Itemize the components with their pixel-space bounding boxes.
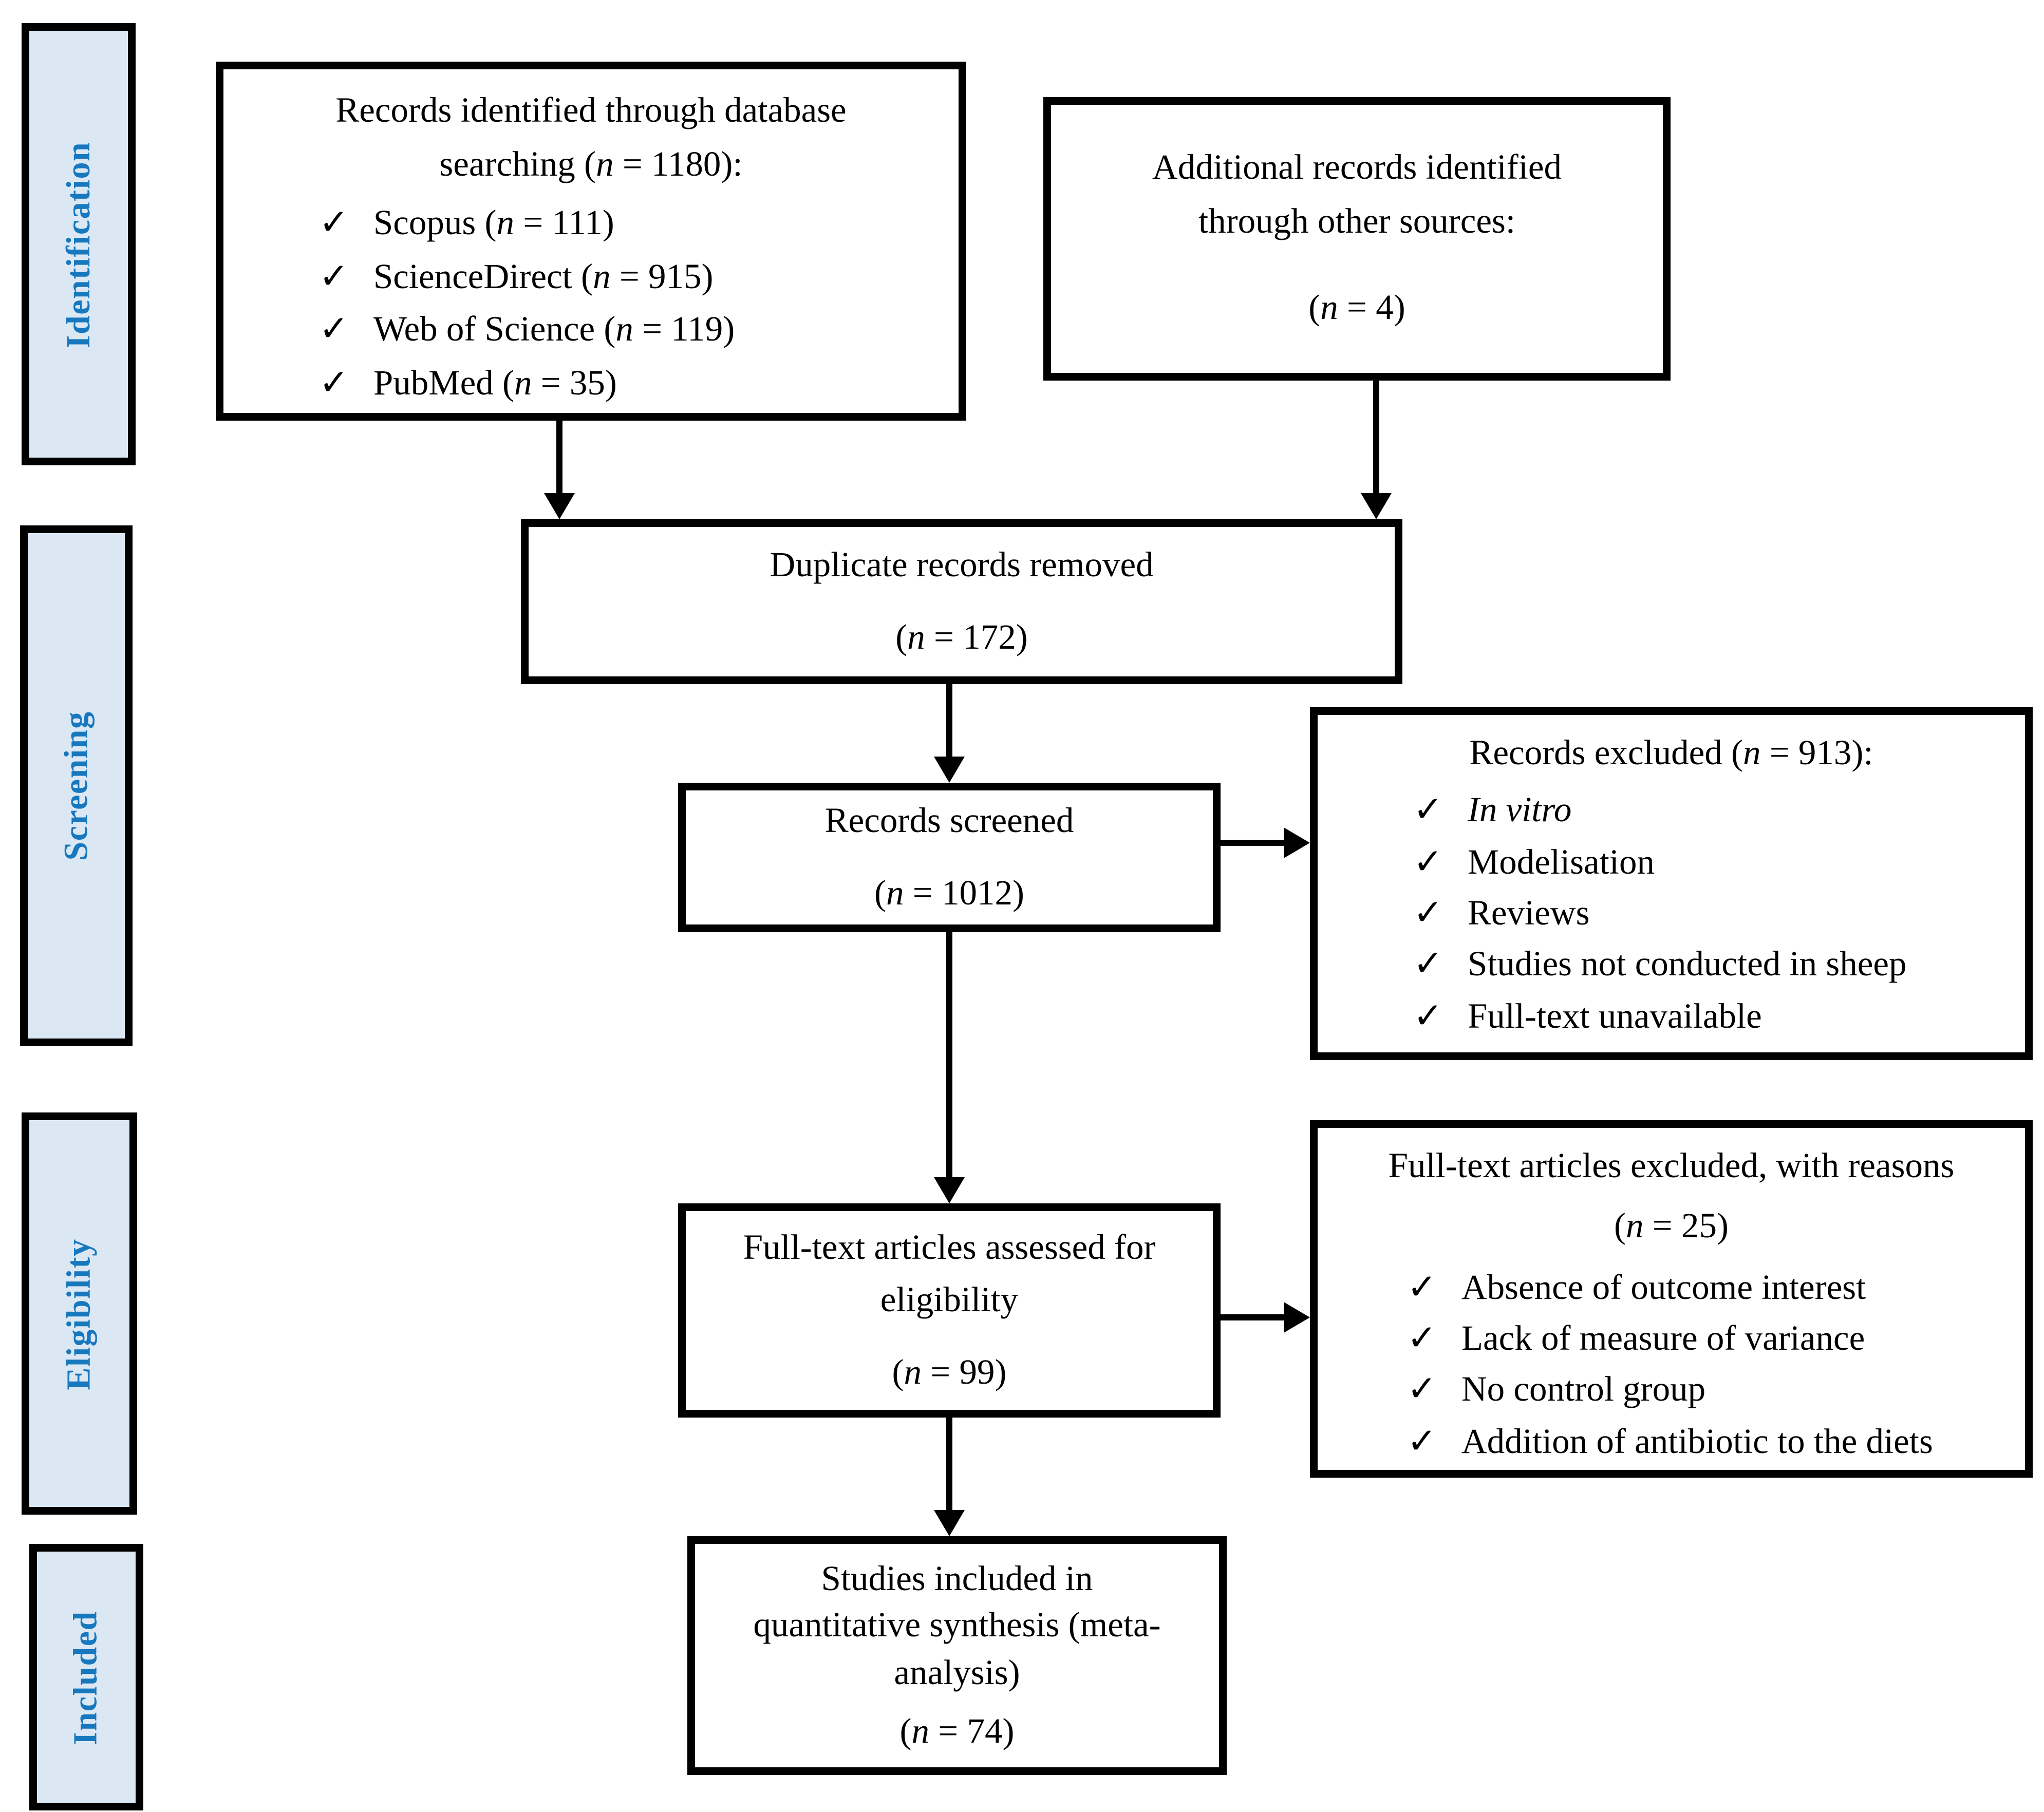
database-item-label: Scopus (n = 111) bbox=[373, 203, 614, 242]
fulltext-assessed-count: (n = 99) bbox=[892, 1352, 1007, 1391]
check-icon: ✓ bbox=[319, 203, 349, 242]
arrow-screened-to-fulltext bbox=[934, 932, 965, 1203]
stage-included-label: Included bbox=[66, 1610, 105, 1745]
fulltext-excluded-list: ✓ Absence of outcome interest ✓ Lack of … bbox=[1318, 1261, 2025, 1467]
check-icon: ✓ bbox=[1413, 996, 1443, 1035]
stage-identification: Identification bbox=[22, 23, 136, 465]
arrow-shaft bbox=[1221, 840, 1284, 846]
studies-included-title-line2: quantitative synthesis (meta- bbox=[753, 1606, 1161, 1645]
box-additional-records: Additional records identified through ot… bbox=[1043, 97, 1671, 381]
stage-eligibility-label: Eligibility bbox=[59, 1237, 98, 1390]
arrow-right-icon bbox=[1284, 1302, 1310, 1333]
records-screened-title: Records screened bbox=[824, 801, 1074, 840]
records-screened-count: (n = 1012) bbox=[874, 873, 1024, 912]
records-identified-title-line1: Records identified through database bbox=[335, 91, 847, 129]
studies-included-title-line3: analysis) bbox=[894, 1652, 1020, 1691]
check-icon: ✓ bbox=[319, 256, 349, 295]
stage-identification-label: Identification bbox=[59, 141, 97, 348]
box-fulltext-excluded: Full-text articles excluded, with reason… bbox=[1310, 1120, 2033, 1478]
exclusion-reason-label: Absence of outcome interest bbox=[1461, 1268, 1866, 1307]
box-duplicates-removed: Duplicate records removed (n = 172) bbox=[521, 519, 1402, 684]
check-icon: ✓ bbox=[1413, 791, 1443, 830]
arrow-fulltext-to-excluded bbox=[1221, 1302, 1310, 1333]
arrow-down-icon bbox=[934, 1177, 965, 1203]
list-item: ✓ In vitro bbox=[1413, 785, 2025, 836]
exclusion-reason-label: In vitro bbox=[1467, 791, 1572, 830]
records-excluded-list: ✓ In vitro ✓ Modelisation ✓ Reviews ✓ St… bbox=[1318, 785, 2025, 1042]
list-item: ✓ Lack of measure of variance bbox=[1407, 1313, 2025, 1364]
check-icon: ✓ bbox=[1407, 1422, 1437, 1461]
list-item: ✓ PubMed (n = 35) bbox=[319, 357, 959, 410]
additional-records-title-line1: Additional records identified bbox=[1152, 148, 1562, 187]
list-item: ✓ Addition of antibiotic to the diets bbox=[1407, 1415, 2025, 1467]
stage-eligibility: Eligibility bbox=[22, 1112, 137, 1515]
arrow-right-icon bbox=[1284, 827, 1310, 858]
database-item-label: ScienceDirect (n = 915) bbox=[373, 256, 714, 295]
check-icon: ✓ bbox=[1413, 894, 1443, 933]
additional-records-count: (n = 4) bbox=[1308, 288, 1405, 327]
arrow-shaft bbox=[1373, 381, 1379, 493]
list-item: ✓ Absence of outcome interest bbox=[1407, 1261, 2025, 1313]
fulltext-assessed-title-line2: eligibility bbox=[880, 1280, 1019, 1319]
arrow-down-icon bbox=[934, 757, 965, 783]
check-icon: ✓ bbox=[1407, 1319, 1437, 1358]
list-item: ✓ Reviews bbox=[1413, 888, 2025, 939]
check-icon: ✓ bbox=[319, 310, 349, 348]
duplicates-removed-title: Duplicate records removed bbox=[770, 545, 1154, 584]
database-item-label: Web of Science (n = 119) bbox=[373, 310, 735, 348]
check-icon: ✓ bbox=[1407, 1370, 1437, 1409]
list-item: ✓ Modelisation bbox=[1413, 836, 2025, 888]
studies-included-title-line1: Studies included in bbox=[821, 1559, 1093, 1598]
box-studies-included: Studies included in quantitative synthes… bbox=[687, 1536, 1227, 1775]
exclusion-reason-label: Lack of measure of variance bbox=[1461, 1319, 1865, 1358]
stage-screening-label: Screening bbox=[56, 711, 95, 861]
list-item: ✓ ScienceDirect (n = 915) bbox=[319, 251, 959, 304]
check-icon: ✓ bbox=[319, 363, 349, 402]
arrow-shaft bbox=[556, 421, 562, 493]
box-records-identified: Records identified through database sear… bbox=[216, 62, 966, 421]
fulltext-assessed-title-line1: Full-text articles assessed for bbox=[743, 1228, 1156, 1267]
fulltext-excluded-title: Full-text articles excluded, with reason… bbox=[1388, 1146, 1955, 1185]
exclusion-reason-label: Modelisation bbox=[1467, 842, 1655, 881]
arrow-down-icon bbox=[544, 493, 575, 519]
exclusion-reason-label: Full-text unavailable bbox=[1467, 996, 1762, 1035]
arrow-down-icon bbox=[1361, 493, 1392, 519]
check-icon: ✓ bbox=[1407, 1268, 1437, 1307]
list-item: ✓ Studies not conducted in sheep bbox=[1413, 939, 2025, 990]
box-records-screened: Records screened (n = 1012) bbox=[678, 783, 1221, 932]
studies-included-count: (n = 74) bbox=[899, 1711, 1015, 1750]
fulltext-excluded-count: (n = 25) bbox=[1614, 1207, 1729, 1246]
records-identified-title-line2: searching (n = 1180): bbox=[439, 144, 743, 183]
arrow-additional-to-duplicates bbox=[1361, 381, 1392, 519]
exclusion-reason-label: No control group bbox=[1461, 1370, 1706, 1409]
box-fulltext-assessed: Full-text articles assessed for eligibil… bbox=[678, 1203, 1221, 1418]
stage-included: Included bbox=[29, 1544, 143, 1810]
check-icon: ✓ bbox=[1413, 945, 1443, 984]
check-icon: ✓ bbox=[1413, 842, 1443, 881]
list-item: ✓ Scopus (n = 111) bbox=[319, 197, 959, 251]
list-item: ✓ No control group bbox=[1407, 1364, 2025, 1415]
stage-screening: Screening bbox=[20, 525, 133, 1046]
records-excluded-title: Records excluded (n = 913): bbox=[1469, 733, 1873, 772]
arrow-down-icon bbox=[934, 1510, 965, 1536]
arrow-duplicates-to-screened bbox=[934, 684, 965, 783]
duplicates-removed-count: (n = 172) bbox=[895, 617, 1028, 656]
arrow-shaft bbox=[946, 1418, 952, 1510]
exclusion-reason-label: Reviews bbox=[1467, 894, 1590, 933]
arrow-shaft bbox=[1221, 1314, 1284, 1320]
arrow-screened-to-excluded bbox=[1221, 827, 1310, 858]
database-list: ✓ Scopus (n = 111) ✓ ScienceDirect (n = … bbox=[223, 197, 959, 410]
list-item: ✓ Web of Science (n = 119) bbox=[319, 304, 959, 357]
arrow-fulltext-to-included bbox=[934, 1418, 965, 1536]
additional-records-title-line2: through other sources: bbox=[1198, 201, 1516, 240]
database-item-label: PubMed (n = 35) bbox=[373, 363, 617, 402]
exclusion-reason-label: Addition of antibiotic to the diets bbox=[1461, 1422, 1933, 1461]
box-records-excluded: Records excluded (n = 913): ✓ In vitro ✓… bbox=[1310, 707, 2033, 1060]
arrow-identified-to-duplicates bbox=[544, 421, 575, 519]
arrow-shaft bbox=[946, 684, 952, 757]
list-item: ✓ Full-text unavailable bbox=[1413, 990, 2025, 1042]
arrow-shaft bbox=[946, 932, 952, 1177]
exclusion-reason-label: Studies not conducted in sheep bbox=[1467, 945, 1907, 984]
